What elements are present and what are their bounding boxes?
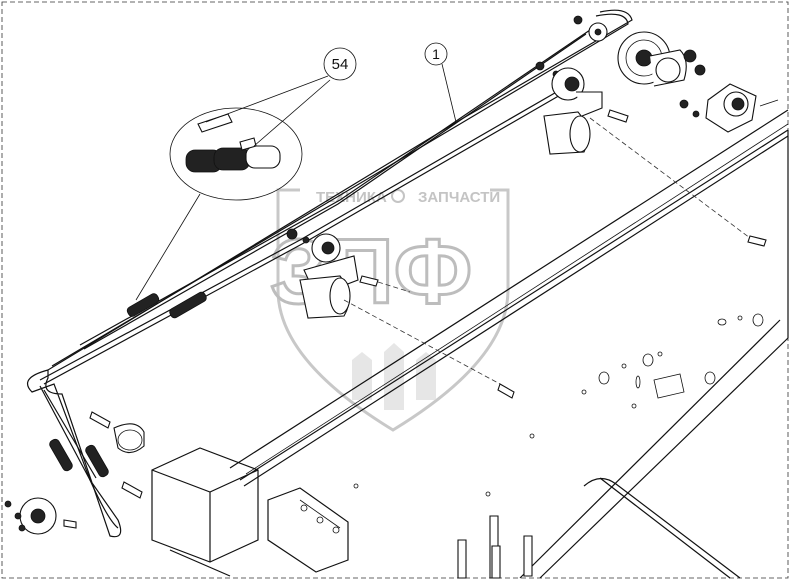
drive-chain bbox=[27, 9, 633, 538]
gear-icon bbox=[391, 189, 405, 203]
callout-54-label: 54 bbox=[332, 56, 349, 73]
callout-1: 1 bbox=[424, 42, 457, 123]
callout-54: 54 bbox=[205, 47, 357, 147]
chain-link-detail bbox=[135, 107, 303, 301]
callout-1-label: 1 bbox=[432, 46, 440, 62]
watermark-logo: ТЕХНИКА ЗАПЧАСТИ ЗПФ bbox=[269, 180, 510, 432]
drive-pulley-group bbox=[535, 15, 779, 155]
idler-sprocket-group bbox=[286, 117, 767, 399]
watermark-logo-letters: ЗПФ bbox=[270, 221, 472, 323]
main-frame bbox=[151, 109, 789, 579]
chain-segment bbox=[49, 291, 207, 478]
left-parts-group bbox=[4, 411, 533, 579]
watermark-text-right: ЗАПЧАСТИ bbox=[418, 189, 500, 206]
watermark-text-left: ТЕХНИКА bbox=[316, 189, 387, 206]
